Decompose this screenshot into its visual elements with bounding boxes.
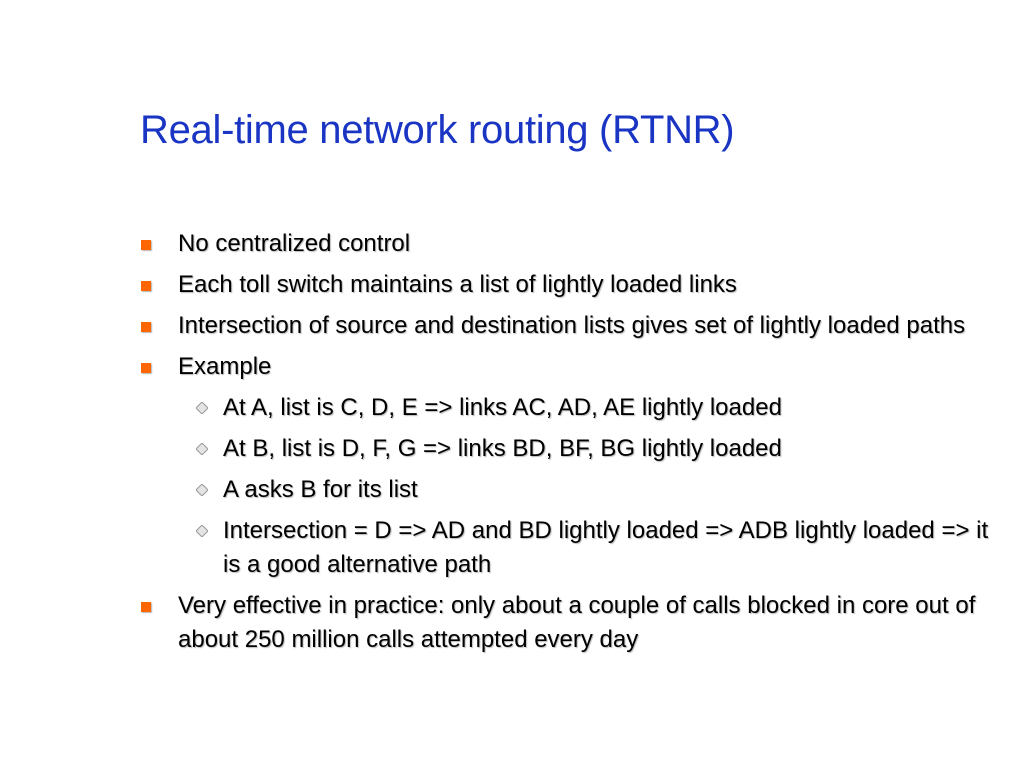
- diamond-icon: [196, 443, 208, 455]
- sub-bullet-item: At A, list is C, D, E => links AC, AD, A…: [138, 391, 1008, 425]
- bullet-text: No centralized control: [178, 230, 411, 257]
- orange-square-icon: [141, 602, 151, 612]
- bullet-text: Example: [178, 353, 272, 380]
- slide-title: Real-time network routing (RTNR): [140, 108, 735, 152]
- diamond-icon: [196, 402, 208, 414]
- bullet-item: No centralized control: [138, 227, 1008, 261]
- bullet-item: Very effective in practice: only about a…: [138, 589, 1008, 657]
- bullet-text: Each toll switch maintains a list of lig…: [178, 271, 737, 298]
- bullet-item: Each toll switch maintains a list of lig…: [138, 268, 1008, 302]
- bullet-item: Example: [138, 350, 1008, 384]
- sub-bullet-text: Intersection = D => AD and BD lightly lo…: [223, 517, 989, 578]
- bullet-list: No centralized control Each toll switch …: [138, 227, 1008, 664]
- sub-bullet-text: At A, list is C, D, E => links AC, AD, A…: [223, 394, 782, 421]
- orange-square-icon: [141, 240, 151, 250]
- bullet-text: Intersection of source and destination l…: [178, 312, 966, 339]
- orange-square-icon: [141, 322, 151, 332]
- sub-bullet-text: At B, list is D, F, G => links BD, BF, B…: [223, 435, 782, 462]
- diamond-icon: [196, 484, 208, 496]
- bullet-item: Intersection of source and destination l…: [138, 309, 1008, 343]
- sub-bullet-item: Intersection = D => AD and BD lightly lo…: [138, 514, 1008, 582]
- bullet-text: Very effective in practice: only about a…: [178, 592, 976, 653]
- orange-square-icon: [141, 363, 151, 373]
- orange-square-icon: [141, 281, 151, 291]
- diamond-icon: [196, 525, 208, 537]
- sub-bullet-item: A asks B for its list: [138, 473, 1008, 507]
- sub-bullet-text: A asks B for its list: [223, 476, 418, 503]
- sub-bullet-item: At B, list is D, F, G => links BD, BF, B…: [138, 432, 1008, 466]
